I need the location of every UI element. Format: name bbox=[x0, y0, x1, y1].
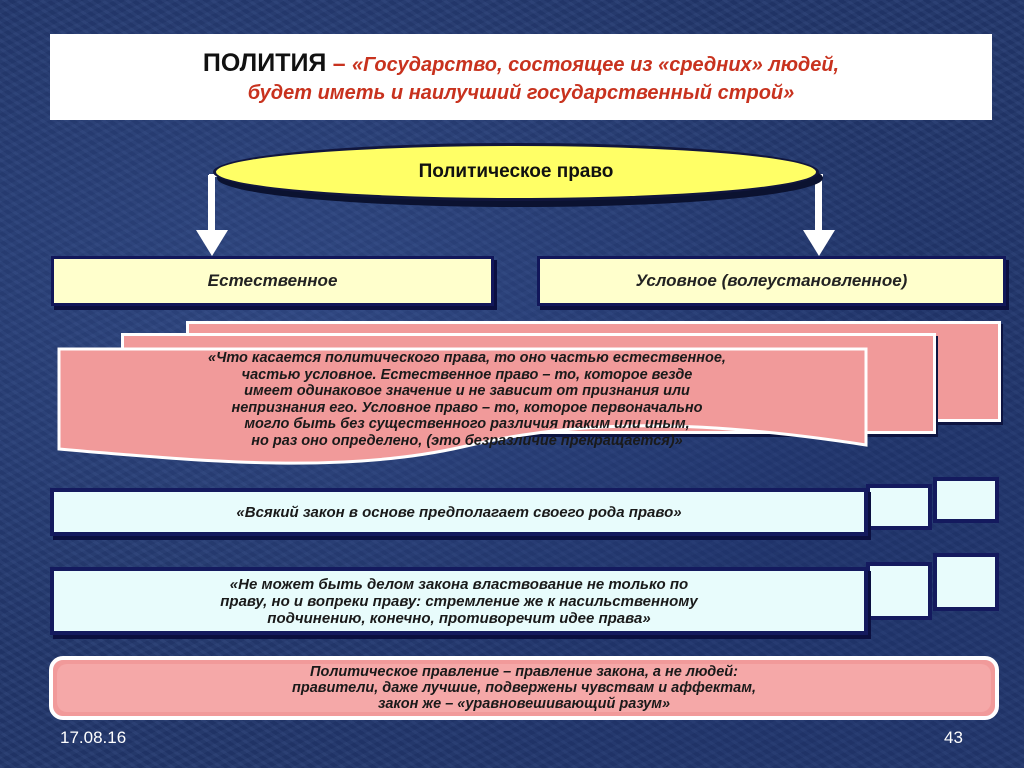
political-law-ellipse: Политическое право bbox=[213, 143, 819, 201]
title-term: ПОЛИТИЯ bbox=[202, 49, 327, 77]
cyan-quote-2-back-layer-2 bbox=[933, 553, 999, 611]
cyan-quote-1-box: «Всякий закон в основе предполагает свое… bbox=[50, 488, 868, 536]
political-rule-box: Политическое правление – правление закон… bbox=[49, 656, 999, 720]
pink-quote-line: могло быть без существенного различия та… bbox=[244, 416, 690, 432]
pink-quote-line: частью условное. Естественное право – то… bbox=[241, 366, 693, 383]
cyan-quote-2-line: «Не может быть делом закона властвование… bbox=[229, 575, 689, 593]
title-line-1: ПОЛИТИЯ – «Государство, состоящее из «ср… bbox=[50, 48, 992, 80]
title-quote-line-1: «Государство, состоящее из «средних» люд… bbox=[351, 54, 840, 76]
political-rule-box-fill bbox=[57, 664, 991, 712]
pink-quote-line: «Что касается политического права, то он… bbox=[208, 350, 726, 366]
cyan-quote-2-back-layer-1 bbox=[866, 562, 932, 620]
pink-quote-shape bbox=[57, 347, 868, 465]
political-rule-line: Политическое правление – правление закон… bbox=[310, 664, 738, 680]
cyan-quote-2-line: подчинению, конечно, противоречит идее п… bbox=[267, 609, 651, 627]
pink-quote-text: «Что касается политического права, то он… bbox=[117, 350, 817, 449]
conventional-law-box: Условное (волеустановленное) bbox=[537, 256, 1006, 306]
cyan-quote-1-back-layer-1 bbox=[866, 484, 932, 530]
connector-right-line bbox=[815, 175, 822, 233]
cyan-quote-2-line: праву, но и вопреки праву: стремление же… bbox=[220, 592, 698, 610]
natural-law-box: Естественное bbox=[51, 256, 494, 306]
slide-number: 43 bbox=[944, 728, 963, 747]
pink-quote-line: но раз оно определено, (это безразличие … bbox=[251, 432, 683, 449]
title-dash: – bbox=[332, 50, 346, 76]
title-quote-line-2: будет иметь и наилучший государственный … bbox=[247, 82, 795, 104]
cyan-quote-2-box: «Не может быть делом закона властвование… bbox=[50, 567, 868, 635]
title-box: ПОЛИТИЯ – «Государство, состоящее из «ср… bbox=[50, 34, 992, 120]
cyan-quote-1-back-layer-2 bbox=[933, 477, 999, 523]
connector-left-line bbox=[208, 175, 215, 233]
pink-quote-line: непризнания его. Условное право – то, ко… bbox=[231, 399, 703, 416]
arrow-down-right-icon bbox=[803, 230, 835, 256]
slide-date: 17.08.16 bbox=[60, 728, 127, 747]
pink-quote-box: «Что касается политического права, то он… bbox=[57, 347, 868, 465]
political-rule-line: правители, даже лучшие, подвержены чувст… bbox=[292, 680, 756, 696]
political-rule-line: закон же – «уравновешивающий разум» bbox=[377, 696, 671, 712]
political-rule-text: Политическое правление – правление закон… bbox=[292, 664, 756, 712]
pink-quote-line: имеет одинаковое значение и не зависит о… bbox=[244, 383, 690, 399]
arrow-down-left-icon bbox=[196, 230, 228, 256]
